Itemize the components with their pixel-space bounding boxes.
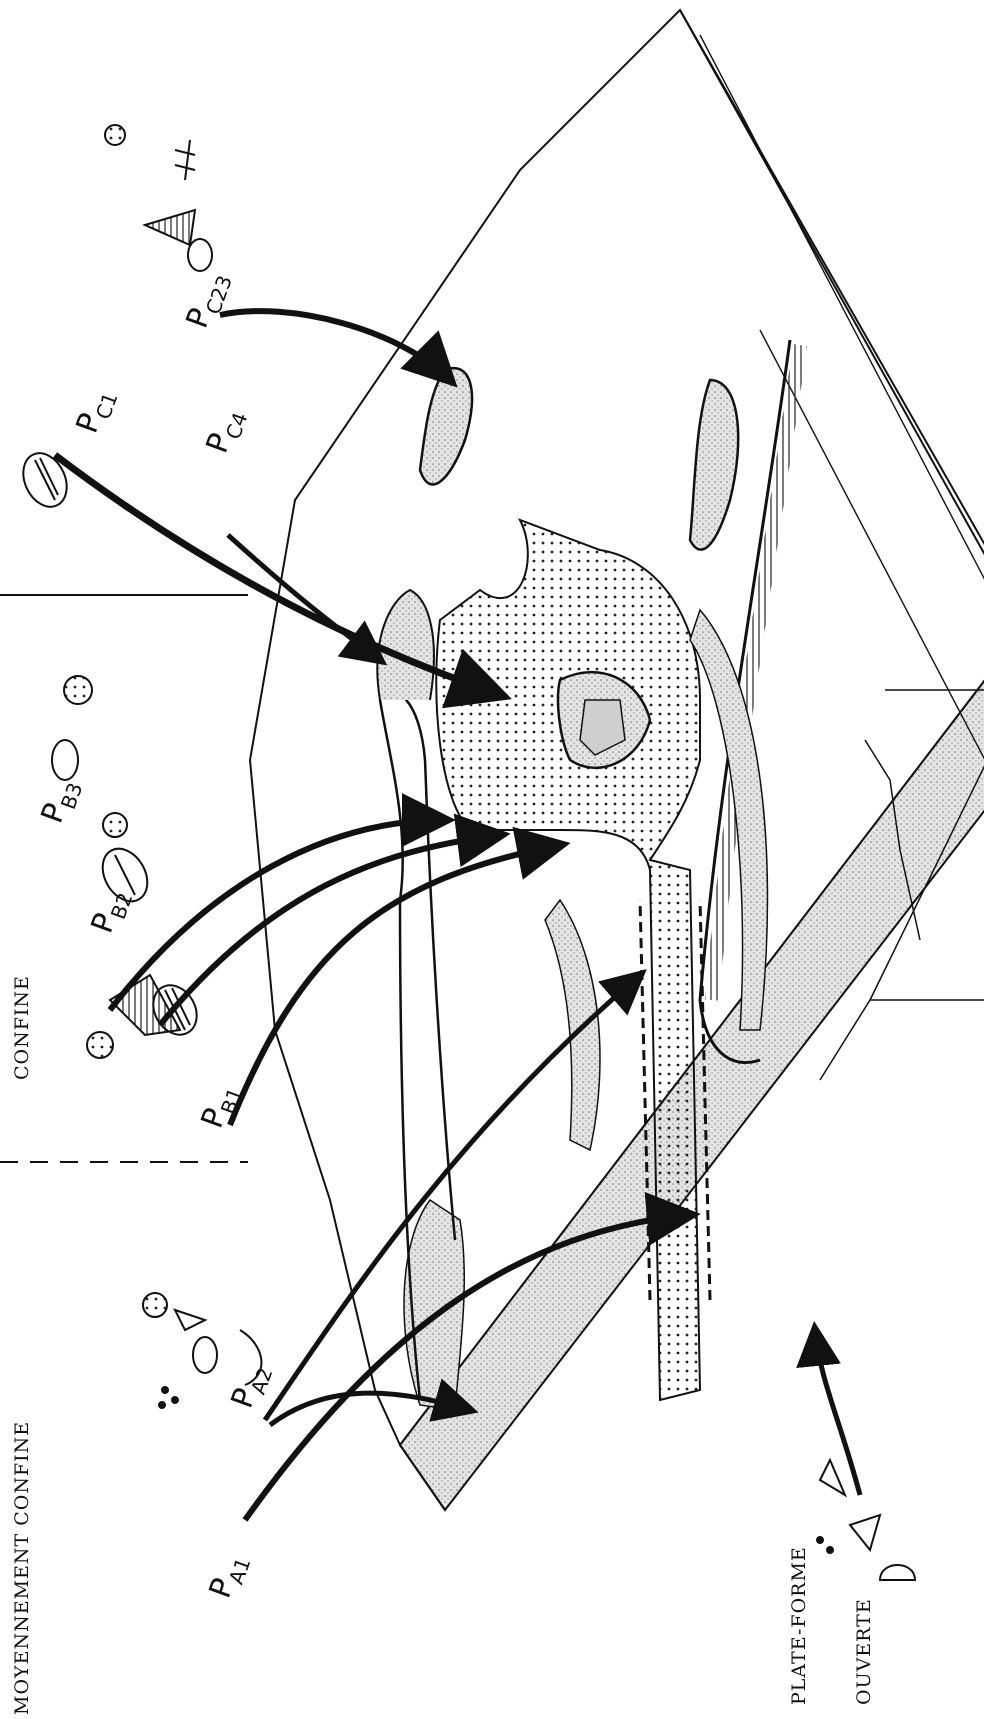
ostracod-icon-3 <box>193 1337 217 1373</box>
bivalve-icon-3 <box>15 446 75 514</box>
spiny-foraminifer-icon <box>105 125 125 145</box>
zone-moyennement-confine: MOYENNEMENT CONFINE <box>11 1421 33 1715</box>
peloid-dots-icon <box>159 1387 178 1408</box>
zone-ouverte: OUVERTE <box>853 1598 875 1705</box>
label-pc4: PC4 <box>200 404 253 460</box>
label-pa2: PA2 <box>225 1359 278 1414</box>
gastropod-shell-icon-2 <box>145 210 195 245</box>
ostracod-icon-2 <box>188 239 212 271</box>
label-pc23: PC23 <box>180 267 237 335</box>
spindle-foram-icon <box>175 1310 205 1330</box>
label-pb1: PB1 <box>195 1079 248 1135</box>
arrow-open-platform <box>815 1330 860 1495</box>
label-pa1: PA1 <box>203 1549 256 1604</box>
plant-stem-icon <box>175 140 195 180</box>
label-pb3: PB3 <box>35 774 88 830</box>
label-pb2: PB2 <box>85 884 138 940</box>
dots-open-platform <box>817 1537 833 1553</box>
zone-confine: CONFINE <box>11 975 33 1080</box>
shell-open-platform-2 <box>850 1515 880 1550</box>
label-pc1: PC1 <box>70 384 123 440</box>
foraminifer-icon-4 <box>143 1293 167 1317</box>
foraminifer-icon-1 <box>87 1032 113 1058</box>
zone-boundaries <box>0 595 248 1162</box>
foraminifer-icon-2 <box>103 813 127 837</box>
foraminifer-icon-3 <box>64 676 92 704</box>
ostracod-icon-1 <box>52 740 78 780</box>
zone-plate-forme: PLATE-FORME <box>788 1546 810 1705</box>
shell-open-platform-1 <box>820 1460 845 1495</box>
gastropod-shell-icon <box>110 975 180 1035</box>
dome-coral-icon <box>880 1565 915 1580</box>
